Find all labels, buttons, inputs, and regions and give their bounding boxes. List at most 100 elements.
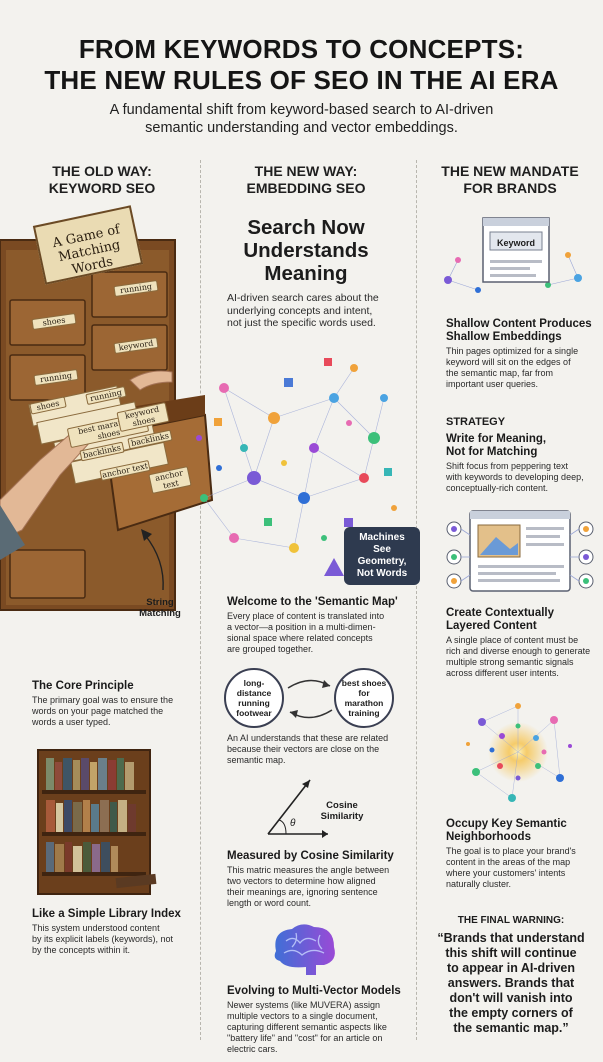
cosine-angle-diagram <box>267 779 328 838</box>
text-line: multiple vectors to a single document, <box>227 1011 378 1021</box>
library-index-section: Like a Simple Library Index This system … <box>32 908 197 956</box>
string-matching-label: String Matching <box>133 597 187 619</box>
machines-see-geometry-badge: Machines See Geometry, Not Words <box>344 527 420 585</box>
text-line: AI-driven search cares about the <box>227 292 379 304</box>
text-line: electric cars. <box>227 1044 278 1054</box>
subtitle-line-1: A fundamental shift from keyword-based s… <box>109 102 494 118</box>
semantic-network-graphic <box>196 358 397 576</box>
cosine-similarity-label: Cosine Similarity <box>314 800 370 822</box>
badge-line: Machines See <box>359 532 405 555</box>
semantic-map-title: Welcome to the 'Semantic Map' <box>227 596 398 608</box>
column-divider-left <box>200 160 201 1040</box>
core-principle-section: The Core Principle The primary goal was … <box>32 680 197 728</box>
text-line: important user queries. <box>446 379 539 389</box>
text-line: Shift focus from peppering text <box>446 461 569 471</box>
quote-line: the empty corners of <box>449 1006 573 1020</box>
badge-line: Geometry, <box>357 556 407 567</box>
multi-vector-section: Evolving to Multi-Vector Models Newer sy… <box>227 985 411 1055</box>
text-line: not just the specific words used. <box>227 317 376 329</box>
text-line: words on your page matched the <box>32 706 164 716</box>
related-vectors-text: An AI understands that these are related… <box>227 733 411 766</box>
title-line-1: FROM KEYWORDS TO CONCEPTS: <box>78 34 525 64</box>
write-for-meaning-title: Write for Meaning, Not for Matching <box>446 433 596 459</box>
cosine-similarity-text: This matric measures the angle between t… <box>227 865 411 909</box>
text-line: words a user typed. <box>32 717 111 727</box>
string-matching-line2: Matching <box>139 608 181 619</box>
page-subtitle: A fundamental shift from keyword-based s… <box>40 101 563 137</box>
badge-line: Not Words <box>356 568 408 579</box>
heading-line: Search Now <box>247 216 365 239</box>
text-line: "battery life" and "cost" for an article… <box>227 1033 383 1043</box>
layered-content-title: Create Contextually Layered Content <box>446 607 598 633</box>
quote-line: this shift will continue <box>445 946 577 960</box>
text-line: two vectors to determine how aligned <box>227 876 376 886</box>
title-line: Shallow Content Produces <box>446 318 592 330</box>
core-principle-title: The Core Principle <box>32 680 134 692</box>
text-line: because their vectors are close on the <box>227 744 380 754</box>
column-heading-mandate-line2: FOR BRANDS <box>463 180 557 196</box>
column-heading-mandate-line1: THE NEW MANDATE <box>441 163 579 179</box>
column-heading-new: THE NEW WAY: EMBEDDING SEO <box>206 163 406 197</box>
text-line: underlying concepts and intent, <box>227 304 373 317</box>
quote-line: don't will vanish into <box>449 991 573 1005</box>
heading-line: Understands <box>243 239 369 262</box>
column-divider-right <box>416 160 417 1040</box>
layered-content-text: A single place of content must be rich a… <box>446 635 598 679</box>
dense-cluster-graphic <box>466 703 572 802</box>
string-matching-line1: String <box>146 597 174 608</box>
text-line: with keywords to developing deep, <box>446 472 584 482</box>
heading-line: Meaning <box>264 262 348 285</box>
text-line: capturing different semantic aspects lik… <box>227 1022 387 1032</box>
core-principle-text: The primary goal was to ensure the words… <box>32 695 197 728</box>
text-line: A single place of content must be <box>446 635 579 645</box>
title-line: Not for Matching <box>446 446 538 458</box>
title-line: Layered Content <box>446 620 537 632</box>
text-line: keyword will sit on the edges of <box>446 357 571 367</box>
text-line: length or word count. <box>227 898 312 908</box>
shallow-content-section: Shallow Content Produces Shallow Embeddi… <box>446 318 596 390</box>
cosine-similarity-title: Measured by Cosine Similarity <box>227 850 394 862</box>
new-way-intro: AI-driven search cares about the underly… <box>227 292 407 330</box>
bookshelf-illustration <box>37 749 157 895</box>
page-title: FROM KEYWORDS TO CONCEPTS: THE NEW RULES… <box>0 34 603 96</box>
related-arrows-icon <box>287 679 333 719</box>
shallow-content-title: Shallow Content Produces Shallow Embeddi… <box>446 318 596 344</box>
query-circle-left: long-distance running footwear <box>224 668 284 728</box>
library-index-text: This system understood content by its ex… <box>32 923 197 956</box>
quote-line: to appear in AI-driven <box>446 961 576 975</box>
shallow-network-graphic <box>444 217 582 293</box>
text-line: The goal is to place your brand's <box>446 846 576 856</box>
title-line: Shallow Embeddings <box>446 331 562 343</box>
search-understands-heading: Search Now Understands Meaning <box>206 216 406 285</box>
text-line: across different user intents. <box>446 668 559 678</box>
occupy-neighborhoods-section: Occupy Key Semantic Neighborhoods The go… <box>446 818 598 890</box>
quote-line: the semantic map.” <box>453 1021 569 1035</box>
write-for-meaning-section: Write for Meaning, Not for Matching Shif… <box>446 433 596 494</box>
column-heading-new-line1: THE NEW WAY: <box>254 163 358 179</box>
text-line: This matric measures the angle between <box>227 865 390 875</box>
title-line: Create Contextually <box>446 607 555 619</box>
title-line: Write for Meaning, <box>446 433 547 445</box>
label-line: Cosine <box>326 800 358 811</box>
occupy-neighborhoods-title: Occupy Key Semantic Neighborhoods <box>446 818 598 844</box>
text-line: the semantic map, far from <box>446 368 554 378</box>
text-line: This system understood content <box>32 923 160 933</box>
text-line: are grouped together. <box>227 644 314 654</box>
title-line: Neighborhoods <box>446 831 531 843</box>
shallow-content-text: Thin pages optimized for a single keywor… <box>446 346 596 390</box>
text-line: conceptually-rich content. <box>446 483 549 493</box>
text-line: sional space where related concepts <box>227 633 373 643</box>
text-line: semantic map. <box>227 755 286 765</box>
final-warning-label: THE FINAL WARNING: <box>457 915 565 926</box>
occupy-neighborhoods-text: The goal is to place your brand's conten… <box>446 846 598 890</box>
query-circle-right: best shoes for marathon training <box>334 668 394 728</box>
multi-vector-text: Newer systems (like MUVERA) assign multi… <box>227 1000 411 1055</box>
quote-line: answers. Brands that <box>447 976 575 990</box>
semantic-map-section: Welcome to the 'Semantic Map' Every plac… <box>227 596 411 655</box>
text-line: content in the areas of the map <box>446 857 571 867</box>
multi-vector-title: Evolving to Multi-Vector Models <box>227 985 401 997</box>
text-line: by its explicit labels (keywords), not <box>32 934 174 944</box>
title-line: Occupy Key Semantic <box>446 818 567 830</box>
text-line: naturally cluster. <box>446 879 512 889</box>
strategy-label: STRATEGY <box>446 416 506 428</box>
